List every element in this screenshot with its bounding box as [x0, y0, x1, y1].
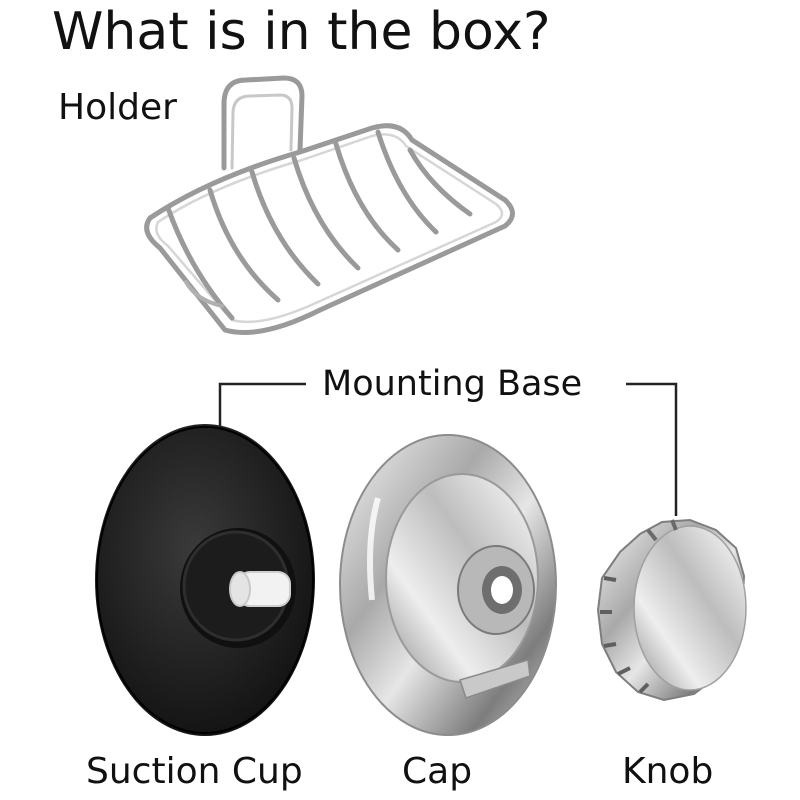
holder-label: Holder [58, 87, 177, 128]
knob-image [596, 518, 747, 702]
cap-label: Cap [402, 751, 473, 792]
knob-label: Knob [622, 751, 714, 792]
mounting-base-label: Mounting Base [322, 364, 583, 404]
mounting-base-bracket [218, 382, 678, 516]
suction-cup-label: Suction Cup [86, 751, 303, 792]
cap-image [339, 434, 557, 736]
soap-holder-image [144, 75, 515, 335]
suction-cup-image [95, 424, 315, 736]
page-title: What is in the box? [52, 2, 551, 62]
